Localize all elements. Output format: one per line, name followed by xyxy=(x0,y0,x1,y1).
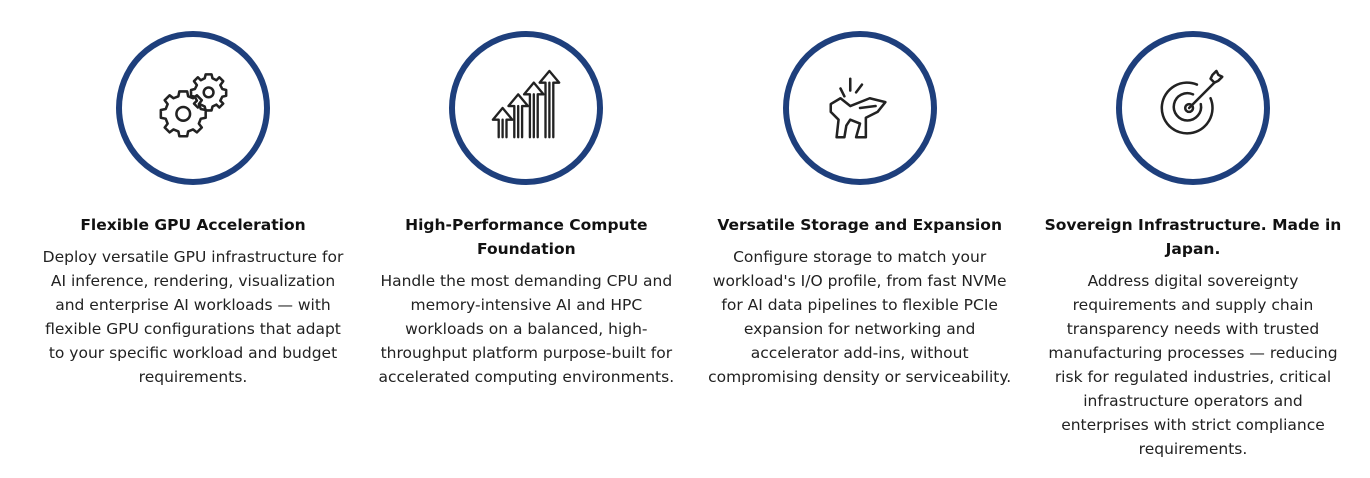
feature-card-compute: High-Performance Compute Foundation Hand… xyxy=(371,31,681,461)
feature-title: Flexible GPU Acceleration xyxy=(80,216,306,234)
feature-card-sovereign: Sovereign Infrastructure. Made in Japan.… xyxy=(1038,31,1348,461)
feature-description: Address digital sovereignty requirements… xyxy=(1048,272,1338,458)
feature-description: Configure storage to match your workload… xyxy=(708,248,1012,386)
feature-card-gpu: Flexible GPU Acceleration Deploy versati… xyxy=(38,31,348,461)
target-icon xyxy=(1154,69,1232,147)
feature-title: Versatile Storage and Expansion xyxy=(717,216,1002,234)
feature-description: Deploy versatile GPU infrastructure for … xyxy=(42,248,344,386)
icon-badge xyxy=(1115,31,1270,185)
feature-title: High-Performance Compute Foundation xyxy=(405,216,648,258)
feature-grid: Flexible GPU Acceleration Deploy versati… xyxy=(38,31,1348,461)
feature-card-storage: Versatile Storage and Expansion Configur… xyxy=(705,31,1015,461)
icon-badge xyxy=(116,31,270,185)
gears-icon xyxy=(154,69,232,147)
feature-title: Sovereign Infrastructure. Made in Japan. xyxy=(1044,216,1342,258)
flexible-arm-icon xyxy=(821,69,899,147)
icon-badge xyxy=(782,31,937,185)
rising-arrows-icon xyxy=(487,69,565,147)
icon-badge xyxy=(449,31,604,185)
feature-description: Handle the most demanding CPU and memory… xyxy=(378,272,675,386)
